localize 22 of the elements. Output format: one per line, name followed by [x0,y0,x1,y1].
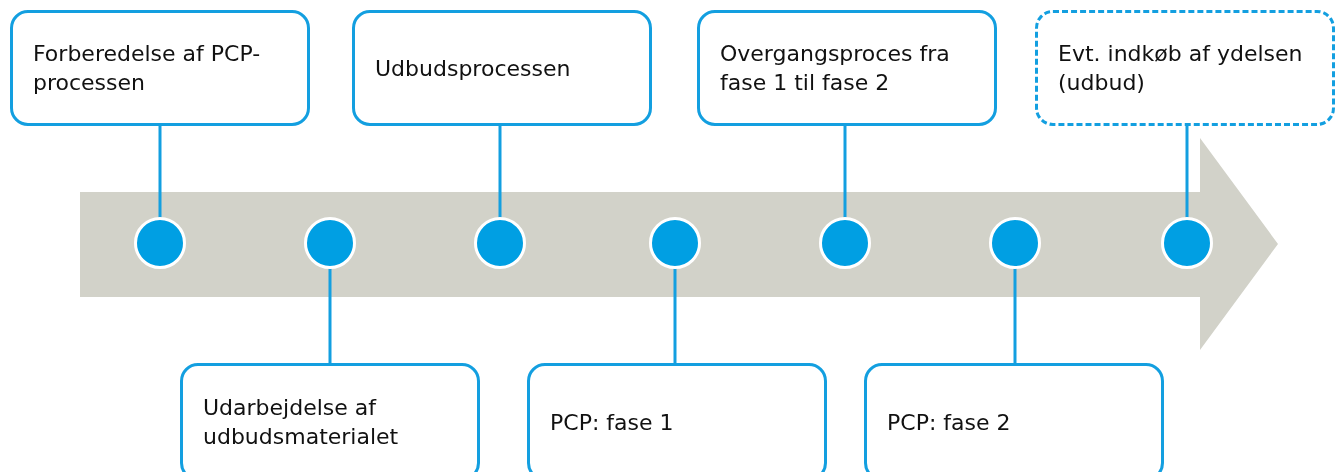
phase-box [10,10,310,126]
phase-box [527,363,827,472]
phase-label: Forberedelse af PCP-processen [33,40,262,97]
connector-line [158,126,162,219]
optional-phase-box [1035,10,1335,126]
phase-box [697,10,997,126]
phase-label: Evt. indkøb af ydelsen (udbud) [1058,40,1304,97]
connector-line [498,126,502,219]
phase-box [180,363,480,472]
phase-label: Overgangsproces fra fase 1 til fase 2 [720,40,951,97]
phase-box [864,363,1164,472]
timeline-arrow [80,138,1278,350]
phase-label: Udbudsprocessen [375,54,571,83]
phase-label: Udarbejdelse af udbudsmaterialet [203,394,400,451]
phase-box [352,10,652,126]
connector-line [673,267,677,363]
connector-line [1013,267,1017,363]
connector-line [1185,126,1189,219]
connector-line [328,267,332,363]
phase-label: PCP: fase 1 [550,408,674,437]
connector-line [843,126,847,219]
phase-label: PCP: fase 2 [887,408,1011,437]
